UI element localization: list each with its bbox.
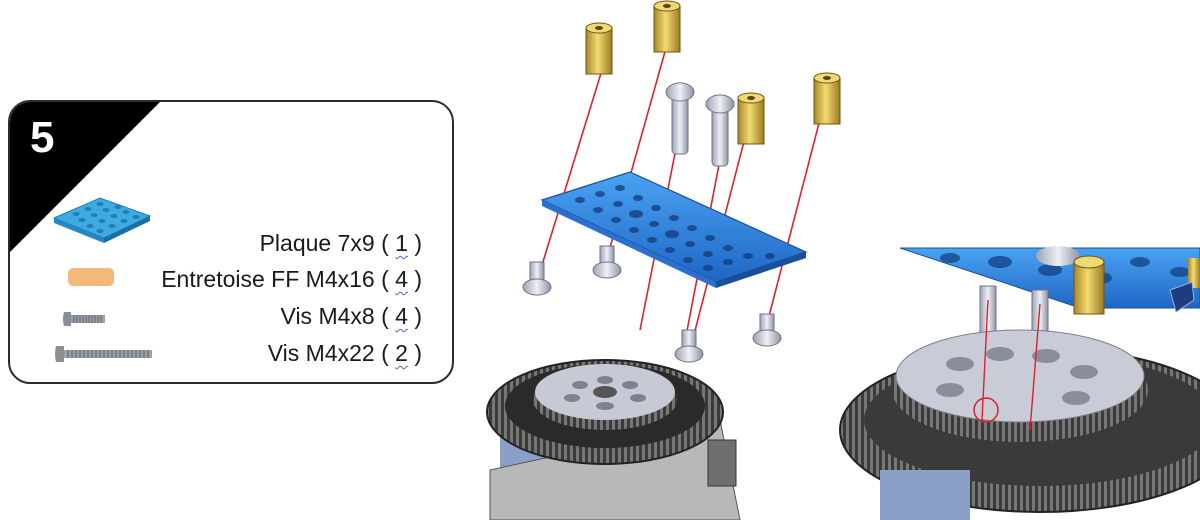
part-row-spacer: Entretoise FF M4x16 ( 4 ) [10,262,452,296]
short-screw-icon [63,312,105,326]
detail-zoom-view [839,246,1200,520]
part-label: Plaque 7x9 ( 1 ) [259,230,422,256]
part-name: Entretoise FF M4x16 [161,266,375,292]
long-screws [665,82,735,167]
spacer-icon [68,268,114,286]
step-number: 5 [30,113,55,162]
part-row-short-screw: Vis M4x8 ( 4 ) [10,299,452,333]
assembly-illustration [480,0,1200,520]
part-row-plate: Plaque 7x9 ( 1 ) [10,226,452,260]
blue-plate [540,171,808,288]
part-row-long-screw: Vis M4x22 ( 2 ) [10,336,452,370]
part-qty: 4 [395,266,408,292]
brass-spacers [585,0,841,145]
long-screw-icon [55,346,152,362]
part-qty: 4 [395,303,408,329]
short-screws [522,245,782,363]
part-label: Vis M4x22 ( 2 ) [267,340,422,366]
servo-gear-assembly [486,359,741,520]
part-name: Plaque 7x9 [259,230,375,256]
part-qty: 1 [395,230,408,256]
part-label: Entretoise FF M4x16 ( 4 ) [161,266,422,292]
part-name: Vis M4x8 [280,303,375,329]
parts-list: Plaque 7x9 ( 1 ) Entretoise FF M4x16 ( 4… [10,102,452,382]
part-qty: 2 [395,340,408,366]
exploded-view-drawing [486,0,1200,520]
parts-list-card: 5 [8,100,454,384]
part-name: Vis M4x22 [267,340,375,366]
part-label: Vis M4x8 ( 4 ) [280,303,422,329]
blue-perforated-plate-icon [52,197,152,243]
